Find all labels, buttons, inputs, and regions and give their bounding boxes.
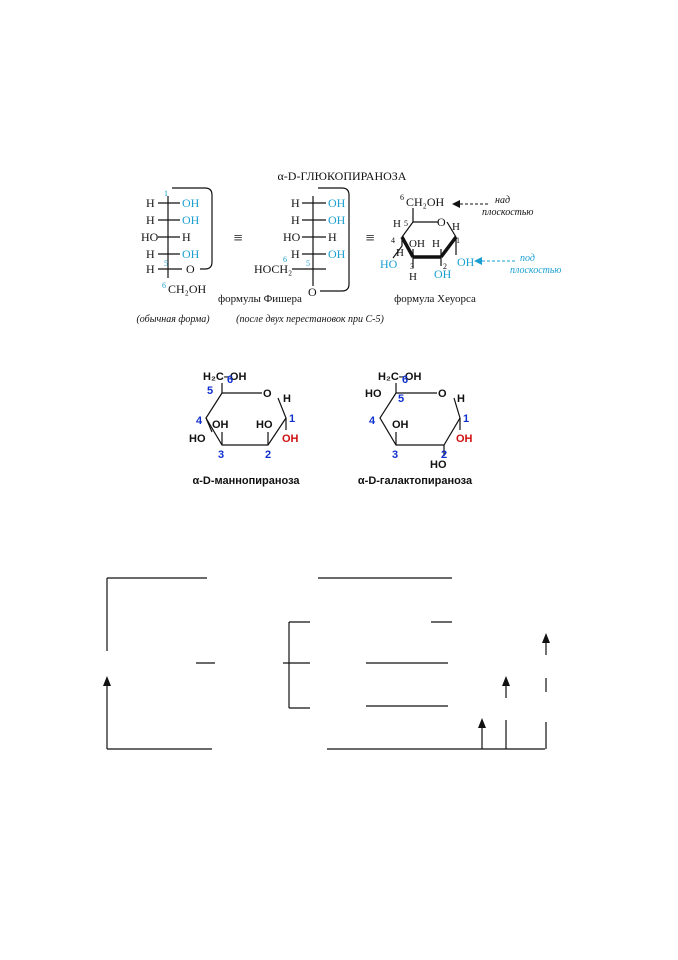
svg-text:H: H (452, 221, 460, 233)
svg-text:OH: OH (328, 247, 346, 261)
haworth-caption: формула Хеуорса (394, 293, 476, 305)
svg-text:OH: OH (182, 213, 200, 227)
svg-text:H: H (409, 271, 417, 283)
svg-text:H: H (457, 393, 465, 405)
svg-text:HO: HO (141, 230, 159, 244)
svg-text:OH: OH (212, 419, 229, 431)
permutation-note: (после двух перестановок при С-5) (236, 314, 384, 325)
svg-text:H: H (291, 213, 300, 227)
galactopyranose-name: α-D-галактопираноза (358, 475, 473, 487)
svg-text:HO: HO (256, 419, 273, 431)
svg-text:O: O (263, 388, 272, 400)
svg-text:4: 4 (369, 415, 376, 427)
svg-text:O: O (186, 262, 195, 276)
svg-text:3: 3 (392, 449, 398, 461)
svg-text:3: 3 (410, 262, 414, 271)
svg-text:6: 6 (162, 281, 166, 290)
svg-text:H: H (182, 230, 191, 244)
svg-text:OH: OH (409, 238, 425, 250)
svg-text:H: H (146, 196, 155, 210)
svg-text:1: 1 (164, 189, 168, 198)
svg-text:H: H (146, 262, 155, 276)
usual-form-note: (обычная форма) (136, 314, 210, 325)
blank-scheme (103, 577, 550, 750)
svg-text:OH: OH (182, 196, 200, 210)
svg-text:HO: HO (365, 388, 382, 400)
svg-text:OH: OH (182, 247, 200, 261)
svg-text:H: H (396, 247, 404, 259)
svg-text:H₂C–OH: H₂C–OH (378, 371, 421, 383)
svg-text:2: 2 (265, 449, 271, 461)
fischer-caption: формулы Фишера (218, 293, 302, 305)
fischer-formula-usual: H OH H OH HO H H OH H O 1 5 6 CH₂OH (141, 187, 213, 296)
svg-text:плоскостью: плоскостью (510, 265, 561, 276)
svg-text:OH: OH (457, 255, 475, 269)
svg-text:HO: HO (283, 230, 301, 244)
svg-text:H: H (393, 218, 401, 230)
equivalence-sign-2: ≡ (365, 230, 374, 247)
svg-text:1: 1 (289, 413, 295, 425)
svg-text:OH: OH (282, 433, 299, 445)
svg-text:5: 5 (164, 259, 168, 268)
svg-text:OH: OH (456, 433, 473, 445)
equivalence-sign-1: ≡ (233, 230, 242, 247)
svg-text:4: 4 (196, 415, 203, 427)
svg-text:HO: HO (189, 433, 206, 445)
fischer-formula-permuted: H OH H OH HO H H OH 6 HOCH₂ 5 O (254, 187, 350, 299)
svg-text:OH: OH (328, 196, 346, 210)
svg-text:под: под (520, 253, 535, 264)
svg-text:H: H (328, 230, 337, 244)
svg-text:5: 5 (404, 219, 408, 228)
svg-text:CH₂OH: CH₂OH (406, 195, 445, 209)
mannopyranose-name: α-D-маннопираноза (192, 475, 300, 487)
svg-text:H: H (146, 213, 155, 227)
svg-text:OH: OH (328, 213, 346, 227)
haworth-formula: 6 CH₂OH O H 5 H 1 4 H OH H 3 2 HO H OH O… (380, 193, 561, 283)
svg-text:6: 6 (400, 193, 404, 202)
svg-text:H: H (291, 247, 300, 261)
svg-text:1: 1 (463, 413, 469, 425)
svg-text:OH: OH (392, 419, 409, 431)
svg-text:5: 5 (398, 393, 404, 405)
svg-text:HO: HO (430, 459, 447, 471)
svg-text:H: H (291, 196, 300, 210)
mannopyranose-structure: H₂C–OH 6 O 5 H 1 4 HO OH 3 HO 2 OH (189, 371, 299, 461)
svg-text:плоскостью: плоскостью (482, 207, 533, 218)
svg-text:HOCH₂: HOCH₂ (254, 262, 292, 276)
svg-text:2: 2 (443, 262, 447, 271)
svg-text:2: 2 (441, 449, 447, 461)
svg-text:H: H (283, 393, 291, 405)
svg-text:H₂C–OH: H₂C–OH (203, 371, 246, 383)
glucopyranose-title: α-D-ГЛЮКОПИРАНОЗА (278, 169, 407, 183)
svg-text:3: 3 (218, 449, 224, 461)
svg-text:H: H (146, 247, 155, 261)
svg-text:4: 4 (391, 236, 395, 245)
svg-text:над: над (495, 195, 510, 206)
svg-text:6: 6 (227, 374, 233, 386)
svg-text:O: O (437, 215, 446, 229)
svg-text:CH₂OH: CH₂OH (168, 282, 207, 296)
svg-text:H: H (432, 238, 440, 250)
svg-text:O: O (308, 285, 317, 299)
svg-text:6: 6 (402, 374, 408, 386)
svg-text:O: O (438, 388, 447, 400)
svg-text:1: 1 (456, 236, 460, 245)
svg-text:5: 5 (306, 259, 310, 268)
svg-text:HO: HO (380, 257, 398, 271)
galactopyranose-structure: H₂C–OH 6 O HO 5 H 1 4 OH 3 HO 2 OH (365, 371, 473, 471)
svg-text:OH: OH (434, 267, 452, 281)
svg-text:6: 6 (283, 255, 287, 264)
svg-text:5: 5 (207, 385, 213, 397)
